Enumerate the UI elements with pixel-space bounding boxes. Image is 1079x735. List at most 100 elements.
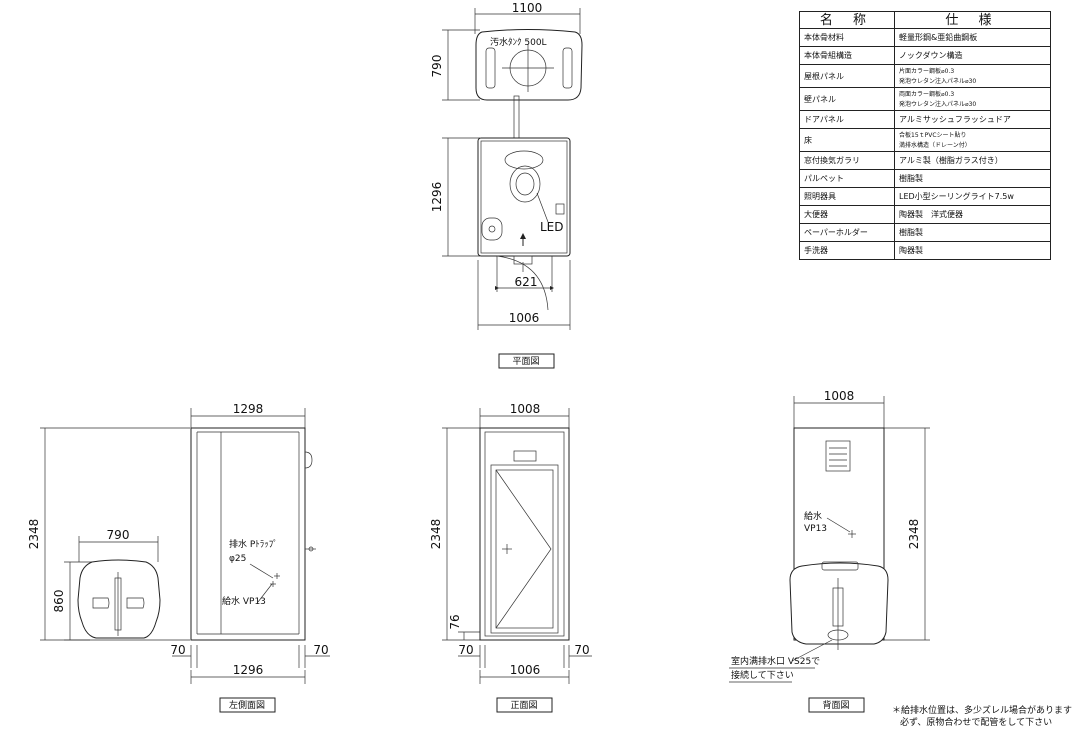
- left-margin-left-label: 70: [170, 643, 185, 657]
- spec-row-value: 樹脂製: [894, 223, 1051, 242]
- spec-row: パルペット樹脂製: [799, 169, 1051, 188]
- spec-row-value-line1: 片面カラー鋼板⌀0.3: [899, 68, 955, 75]
- left-top-width-label: 1298: [233, 402, 264, 416]
- spec-row-value-line1: 両面カラー鋼板⌀0.3: [899, 91, 955, 98]
- spec-row: 屋根パネル片面カラー鋼板⌀0.3 発泡ウレタン注入パネル⌀30: [799, 64, 1051, 88]
- plan-title: 平面図: [512, 356, 539, 367]
- plan-toilet-tank: [504, 150, 544, 170]
- spec-row-value: 陶器製: [894, 241, 1051, 260]
- plan-booth-outline: [477, 137, 571, 257]
- front-top-width-label: 1008: [510, 402, 541, 416]
- spec-row: 大便器陶器製 洋式便器: [799, 205, 1051, 224]
- front-booth-inner: [484, 431, 565, 637]
- front-bottom-width-label: 1006: [510, 663, 541, 677]
- spec-row: ドアパネルアルミサッシュフラッシュドア: [799, 110, 1051, 129]
- back-tank-outline: [789, 562, 889, 645]
- left-tank-width-label: 790: [107, 528, 130, 542]
- note-line-1: ＊給排水位置は、多少ズレル場合があります: [892, 704, 1072, 716]
- plan-tank-label: 汚水ﾀﾝｸ 500L: [490, 36, 547, 48]
- spec-row: 本体骨材料軽量形鋼&亜鉛曲鋼板: [799, 28, 1051, 47]
- spec-row: 壁パネル両面カラー鋼板⌀0.3 発泡ウレタン注入パネル⌀30: [799, 87, 1051, 111]
- spec-row-name: 本体骨材料: [799, 28, 895, 47]
- spec-row-value-line2: 発泡ウレタン注入パネル⌀30: [899, 101, 977, 108]
- plan-toilet-bowl: [509, 165, 541, 203]
- left-supply-leader: [257, 583, 273, 603]
- spec-row: 床合板15ｔPVCシート貼り満排水構造（ドレーン付）: [799, 128, 1051, 152]
- left-tank-handle: [92, 597, 110, 609]
- back-drain-note-1: 室内满排水口 VS25で: [731, 655, 820, 667]
- left-side-view: 1298 2348 排水 Pﾄﾗｯﾌﾟ φ25 給水 VP13 70 7: [27, 402, 330, 713]
- left-drain-label-1: 排水 Pﾄﾗｯﾌﾟ: [229, 538, 278, 550]
- back-height-label: 2348: [907, 519, 921, 550]
- spec-row: ペーパーホルダー樹脂製: [799, 223, 1051, 242]
- plan-door-swing: [496, 255, 549, 311]
- spec-row: 手洗器陶器製: [799, 241, 1051, 260]
- plan-light: [555, 203, 565, 215]
- back-supply-label-1: 給水: [804, 510, 822, 522]
- left-drain-label-2: φ25: [229, 554, 246, 564]
- front-title-box: [496, 697, 553, 713]
- spec-row-name: 本体骨組構造: [799, 46, 895, 65]
- spec-row-name: ペーパーホルダー: [799, 223, 895, 242]
- back-top-width-label: 1008: [824, 389, 855, 403]
- spec-row-name: 窓付換気ガラリ: [799, 151, 895, 170]
- plan-tank-handle: [562, 47, 573, 89]
- front-booth-outline: [479, 427, 570, 641]
- spec-row-name: 手洗器: [799, 241, 895, 260]
- front-view: 1008 2348 76 70 70 1006 正面図: [429, 402, 592, 713]
- front-step-label: 76: [448, 614, 462, 629]
- spec-row-value: アルミサッシュフラッシュドア: [894, 110, 1051, 129]
- back-view: 1008 2348 給水 VP13 室内满排水口 VS25で 接続して下さい 背…: [729, 389, 930, 713]
- spec-row-name: 屋根パネル: [799, 64, 895, 88]
- spec-table: 名 称 仕 様 本体骨材料軽量形鋼&亜鉛曲鋼板 本体骨組構造ノックダウン構造 屋…: [799, 11, 1051, 260]
- front-vent: [513, 450, 537, 462]
- front-door-swing-mark: [495, 469, 552, 629]
- left-margin-right-label: 70: [313, 643, 328, 657]
- spec-row-name: 床: [799, 128, 895, 152]
- left-title-box: [219, 697, 276, 713]
- back-supply-leader: [826, 517, 851, 533]
- spec-row-name: 壁パネル: [799, 87, 895, 111]
- left-vent-bump: [304, 451, 313, 469]
- spec-row-value: ノックダウン構造: [894, 46, 1051, 65]
- spec-row-value-line2: 満排水構造（ドレーン付）: [899, 142, 971, 149]
- left-pipe-cap: [308, 546, 314, 552]
- spec-row-value: 片面カラー鋼板⌀0.3 発泡ウレタン注入パネル⌀30: [894, 64, 1051, 88]
- plan-sink-drain: [488, 225, 496, 233]
- spec-row-value: 両面カラー鋼板⌀0.3 発泡ウレタン注入パネル⌀30: [894, 87, 1051, 111]
- plan-booth-depth-label: 1296: [430, 182, 444, 213]
- spec-row-name: ドアパネル: [799, 110, 895, 129]
- plan-tank-handle: [485, 47, 496, 89]
- plan-light-leader: [536, 192, 549, 223]
- spec-row-value: 合板15ｔPVCシート貼り満排水構造（ドレーン付）: [894, 128, 1051, 152]
- spec-row-value: 樹脂製: [894, 169, 1051, 188]
- front-door-frame: [490, 464, 559, 634]
- plan-light-label: LED: [540, 220, 564, 234]
- spec-row-value-line1: 合板15ｔPVCシート貼り: [899, 132, 967, 139]
- back-drain-leader: [791, 639, 833, 662]
- spec-row-name: 照明器具: [799, 187, 895, 206]
- back-window: [825, 440, 851, 472]
- plan-toilet-seat: [515, 172, 535, 196]
- left-booth-outline: [190, 427, 306, 641]
- plan-sink: [481, 217, 503, 241]
- left-tank-handle: [126, 597, 145, 609]
- left-tank-outline: [77, 559, 161, 639]
- spec-header-name: 名 称: [799, 11, 895, 29]
- left-height-label: 2348: [27, 519, 41, 550]
- spec-row-value: LED小型シーリングライト7.5w: [894, 187, 1051, 206]
- spec-row-value: 陶器製 洋式便器: [894, 205, 1051, 224]
- spec-row-value: アルミ製（樹脂ガラス付き）: [894, 151, 1051, 170]
- left-supply-label: 給水 VP13: [222, 595, 266, 607]
- spec-row-value-line2: 発泡ウレタン注入パネル⌀30: [899, 78, 977, 85]
- back-supply-label-2: VP13: [804, 524, 827, 534]
- front-door-panel: [495, 469, 554, 629]
- plan-view: 1100 790 汚水ﾀﾝｸ 500L 1296 LED: [430, 1, 583, 369]
- front-margin-left-label: 70: [458, 643, 473, 657]
- front-title: 正面図: [510, 700, 537, 711]
- plan-tank-depth-label: 790: [430, 55, 444, 78]
- plan-booth-width-label: 1006: [509, 311, 540, 325]
- spec-row: 窓付換気ガラリアルミ製（樹脂ガラス付き）: [799, 151, 1051, 170]
